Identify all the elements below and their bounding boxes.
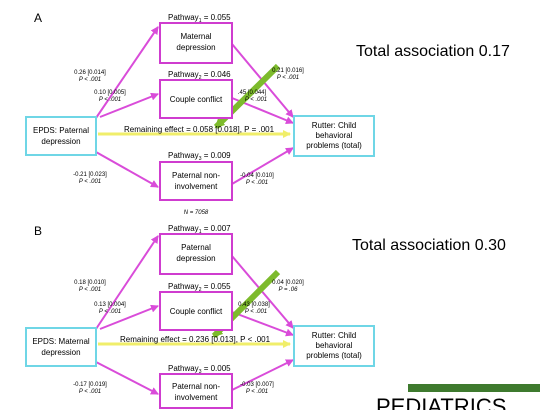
panel-b-total-association: Total association 0.30 <box>352 237 506 254</box>
coef-a-left-top-value: 0.26 [0.014] <box>74 70 106 76</box>
coef-b-right-mid-value: 0.43 [0.038] <box>238 302 270 308</box>
box-b-top-line1: Paternal <box>181 243 211 252</box>
box-b-left-line2: depression <box>41 348 80 357</box>
box-b-left-line1: EPDS: Maternal <box>32 337 90 346</box>
coef-b-left-mid-value: 0.13 [0.004] <box>94 302 126 308</box>
arrow-a-right-bot <box>231 147 294 185</box>
coef-b-right-bot-p: P < .001 <box>246 389 268 395</box>
box-b-bottom-line2: involvement <box>175 393 218 402</box>
coef-a-right-top-value: 0.21 [0.016] <box>272 68 304 74</box>
coef-b-left-bot-p: P < .001 <box>79 389 101 395</box>
remaining-effect-b: Remaining effect = 0.236 [0.013], P < .0… <box>120 335 271 344</box>
arrow-a-left-top <box>95 26 159 119</box>
coef-b-right-top-p: P = .06 <box>279 287 299 293</box>
box-a-top-line1: Maternal <box>180 32 211 41</box>
box-b-top-line2: depression <box>176 254 215 263</box>
box-a-bottom-line2: involvement <box>175 182 218 191</box>
box-b-bottom-line1: Paternal non- <box>172 382 220 391</box>
remaining-effect-a: Remaining effect = 0.058 [0.018], P = .0… <box>124 125 275 134</box>
box-b-right-line1: Rutter: Child <box>312 331 356 340</box>
coef-b-left-mid-p: P < .001 <box>99 309 121 315</box>
pathway-a-1: Pathway1 = 0.055 <box>168 13 231 24</box>
box-b-right-line2: behavioral <box>316 341 353 350</box>
arrow-b-right-mid <box>231 311 294 337</box>
pathway-b-3: Pathway3 = 0.005 <box>168 364 231 375</box>
coef-a-left-mid-p: P < .001 <box>99 97 121 103</box>
coef-b-right-top-value: 0.04 [0.020] <box>272 280 304 286</box>
coef-b-left-top-p: P < .001 <box>79 287 101 293</box>
box-a-top <box>159 22 233 64</box>
box-a-left-line2: depression <box>41 137 80 146</box>
pathway-a-3: Pathway3 = 0.009 <box>168 151 231 162</box>
arrow-b-left-top <box>95 235 159 330</box>
logo-text: PEDIATRICS <box>376 394 506 410</box>
coef-b-right-bot-value: -0.03 [0.007] <box>240 382 274 388</box>
panel-b: B Total association 0.30 Paternal depres… <box>25 224 506 409</box>
box-b-left <box>25 327 97 367</box>
coef-b-right-mid-p: P < .001 <box>245 309 267 315</box>
arrow-b-left-bot <box>95 361 159 395</box>
box-a-middle-label: Couple conflict <box>170 95 223 104</box>
arrow-b-right-bot <box>231 359 294 391</box>
box-a-bottom-line1: Paternal non- <box>172 171 220 180</box>
panel-a-total-association: Total association 0.17 <box>356 43 510 60</box>
pediatrics-logo: PEDIATRICS <box>376 384 540 410</box>
arrow-a-left-mid <box>99 92 159 118</box>
logo-bar <box>408 384 540 392</box>
coef-b-left-top-value: 0.18 [0.010] <box>74 280 106 286</box>
arrow-a-left-bot <box>95 151 159 188</box>
coef-a-left-bot-value: -0.21 [0.023] <box>73 172 107 178</box>
coef-a-right-bot-p: P < .001 <box>246 180 268 186</box>
coef-a-right-top-p: P < .001 <box>277 75 299 81</box>
box-b-right <box>293 325 375 367</box>
box-a-top-line2: depression <box>176 43 215 52</box>
box-a-right <box>293 115 375 157</box>
box-b-right-line3: problems (total) <box>306 351 362 360</box>
box-b-middle <box>159 291 233 331</box>
box-b-top <box>159 233 233 275</box>
box-a-right-line2: behavioral <box>316 131 353 140</box>
arrow-b-right-top <box>231 255 294 329</box>
box-a-middle <box>159 79 233 119</box>
box-a-left <box>25 116 97 156</box>
coef-a-right-bot-value: -0.04 [0.010] <box>240 173 274 179</box>
box-b-bottom <box>159 373 233 409</box>
pathway-a-2: Pathway2 = 0.046 <box>168 70 231 81</box>
coef-a-left-mid-value: 0.10 [0.005] <box>94 90 126 96</box>
pathway-b-2: Pathway2 = 0.055 <box>168 282 231 293</box>
coef-a-left-top-p: P < .001 <box>79 77 101 83</box>
box-b-middle-label: Couple conflict <box>170 307 223 316</box>
box-a-bottom <box>159 161 233 201</box>
box-a-right-line1: Rutter: Child <box>312 121 356 130</box>
panel-a: A Total association 0.17 Maternal depres… <box>25 11 510 216</box>
panel-b-letter: B <box>34 224 42 238</box>
box-a-left-line1: EPDS: Paternal <box>33 126 89 135</box>
coef-a-left-bot-p: P < .001 <box>79 179 101 185</box>
arrow-b-left-mid <box>99 304 159 330</box>
box-a-right-line3: problems (total) <box>306 141 362 150</box>
pathway-b-1: Pathway1 = 0.007 <box>168 224 231 235</box>
coef-a-right-mid-p: P < .001 <box>245 97 267 103</box>
coef-a-right-mid-value: .45 [0.044] <box>238 90 267 96</box>
panel-a-letter: A <box>34 11 42 25</box>
coef-b-left-bot-value: -0.17 [0.019] <box>73 382 107 388</box>
sample-size-a: N = 7058 <box>184 210 209 216</box>
